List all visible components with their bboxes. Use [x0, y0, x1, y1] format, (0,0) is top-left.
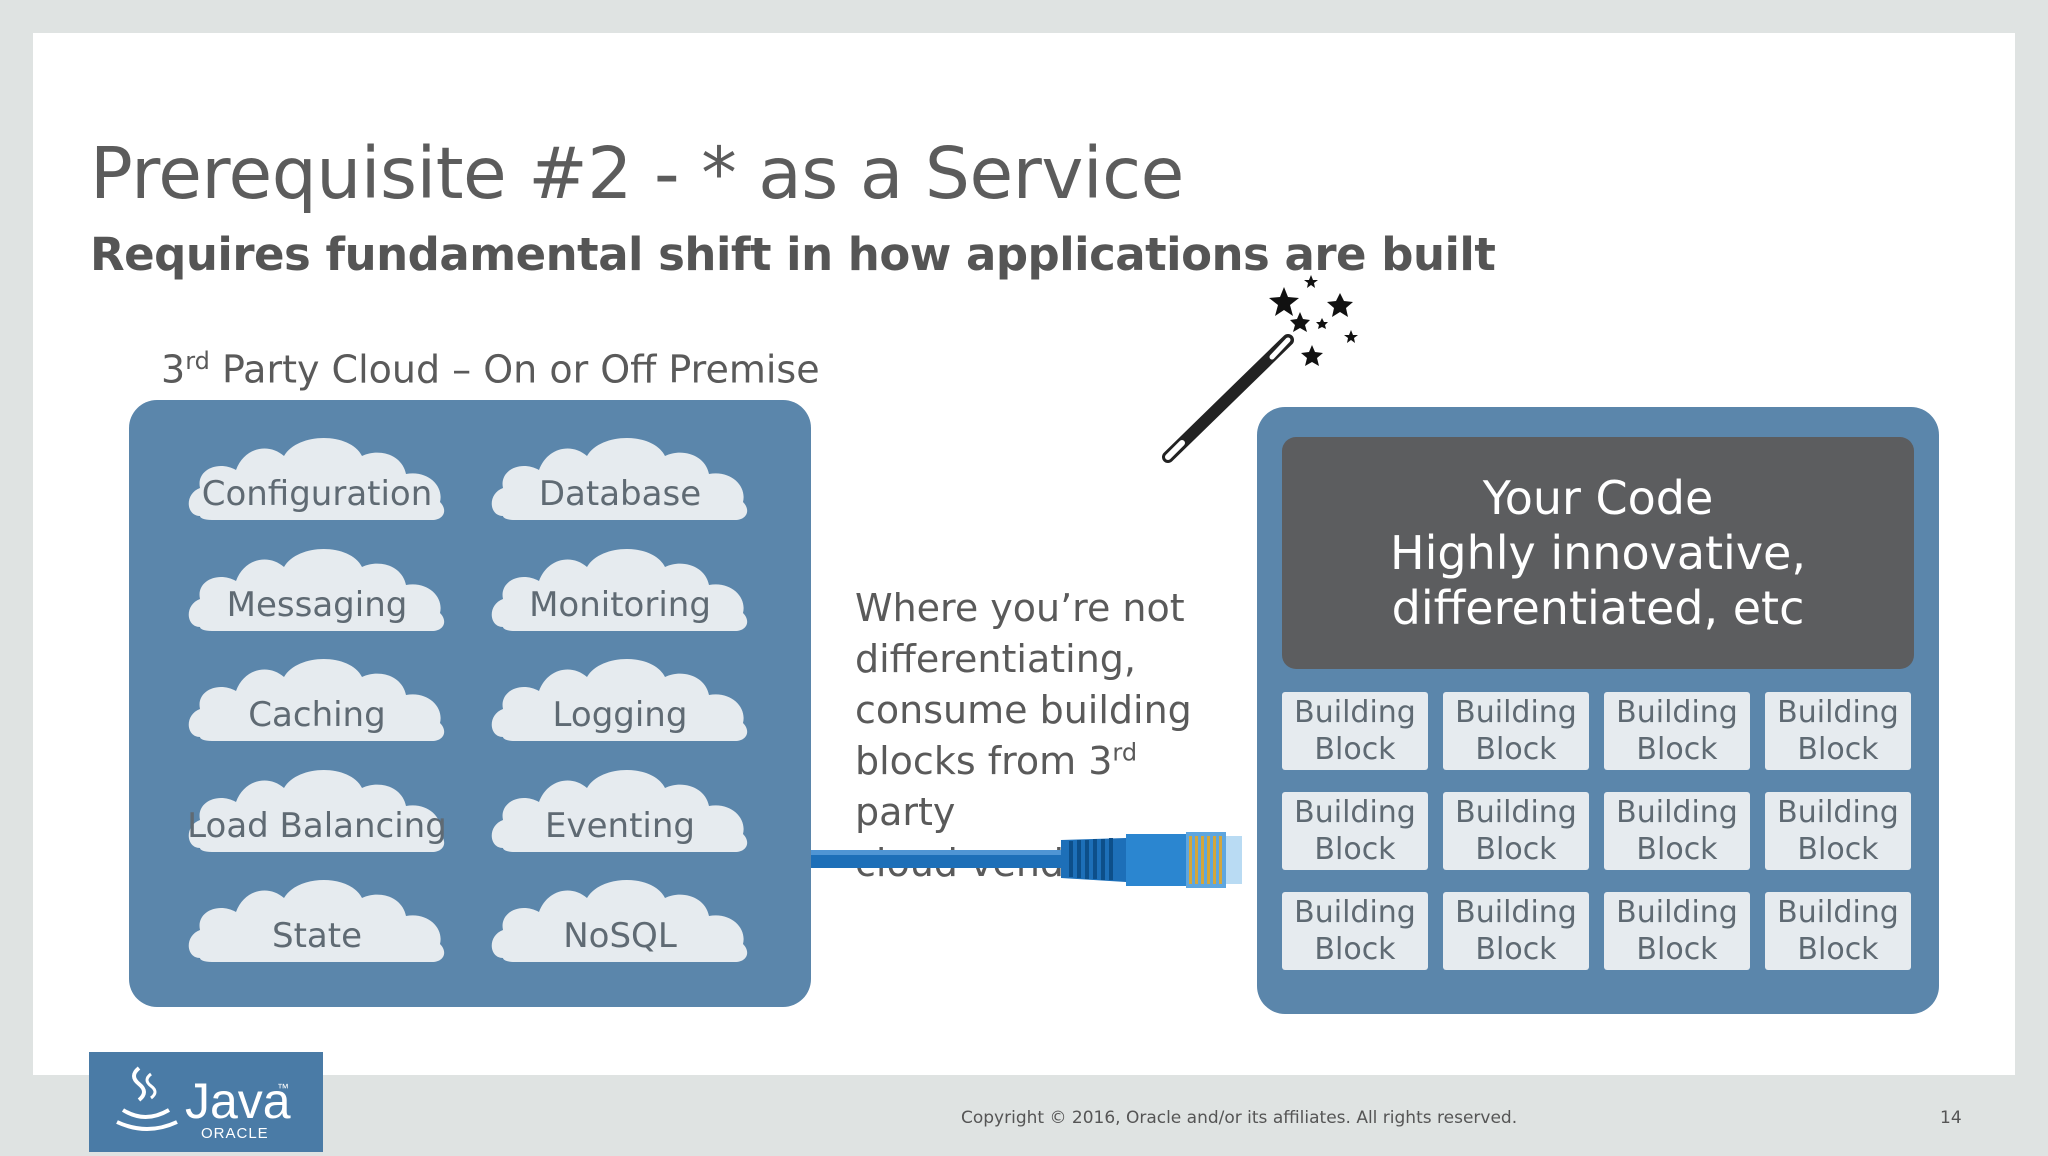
cloud-service-label: Load Balancing — [187, 806, 447, 846]
cloud-icon — [491, 438, 748, 520]
cloud-service-label: NoSQL — [563, 916, 677, 956]
cloud-service-label: Eventing — [545, 806, 695, 846]
cloud-service-eventing: Eventing — [485, 762, 755, 858]
cloud-service-load-balancing: Load Balancing — [182, 762, 452, 858]
cloud-icon — [188, 549, 445, 631]
network-cable-icon — [811, 832, 1242, 888]
cloud-service-label: Configuration — [201, 474, 433, 514]
page-title: Prerequisite #2 - * as a Service — [90, 132, 1184, 215]
cloud-service-caching: Caching — [182, 651, 452, 747]
your-code-panel: Your Code Highly innovative, differentia… — [1257, 407, 1939, 1014]
cloud-service-database: Database — [485, 430, 755, 526]
cloud-service-monitoring: Monitoring — [485, 541, 755, 637]
cloud-icon — [188, 770, 445, 852]
left-panel-label: 3rd Party Cloud – On or Off Premise — [161, 347, 820, 392]
cloud-icon — [491, 549, 748, 631]
cloud-service-nosql: NoSQL — [485, 872, 755, 968]
cloud-service-label: Messaging — [226, 585, 408, 625]
cloud-icon — [491, 659, 748, 741]
svg-text:ORACLE: ORACLE — [201, 1125, 269, 1142]
cloud-service-messaging: Messaging — [182, 541, 452, 637]
svg-text:Java: Java — [185, 1073, 291, 1129]
cloud-icon — [188, 880, 445, 962]
cloud-service-configuration: Configuration — [182, 430, 452, 526]
cloud-icon — [188, 438, 445, 520]
cloud-icon — [491, 770, 748, 852]
copyright-footer: Copyright © 2016, Oracle and/or its affi… — [961, 1108, 1518, 1128]
magic-wand-icon — [1162, 275, 1358, 463]
svg-text:™: ™ — [277, 1081, 289, 1095]
cloud-service-logging: Logging — [485, 651, 755, 747]
cloud-service-label: Database — [538, 474, 702, 514]
your-code-box: Your Code Highly innovative, differentia… — [1282, 437, 1914, 669]
cloud-service-label: Monitoring — [529, 585, 711, 625]
cloud-service-state: State — [182, 872, 452, 968]
cloud-icon — [491, 880, 748, 962]
cloud-service-label: Caching — [248, 695, 386, 735]
cloud-service-label: Logging — [552, 695, 688, 735]
java-logo-icon: Java ™ ORACLE — [89, 1052, 323, 1152]
cloud-icon — [188, 659, 445, 741]
middle-description: Where you’re not differentiating, consum… — [855, 586, 1192, 885]
page-subtitle: Requires fundamental shift in how applic… — [90, 228, 1496, 281]
cloud-service-label: State — [272, 916, 362, 956]
page-number: 14 — [1940, 1108, 1962, 1128]
